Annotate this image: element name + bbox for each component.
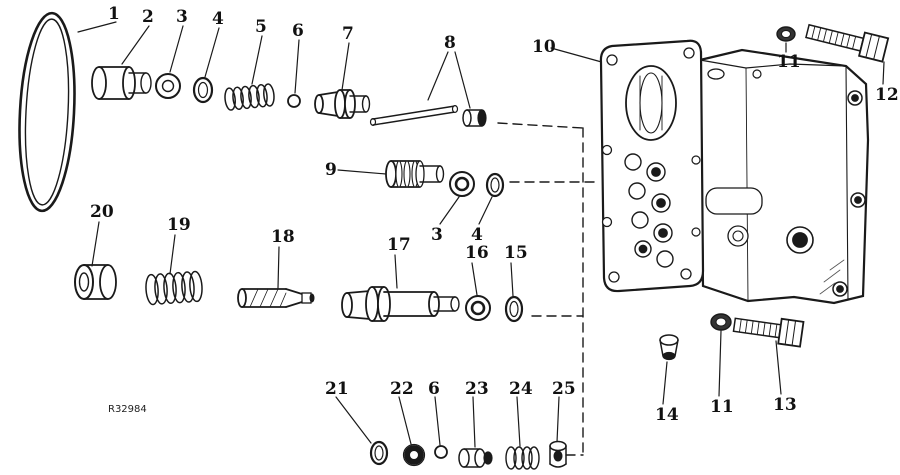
part-spring-19	[145, 270, 203, 306]
callout-3a: 3	[176, 7, 188, 27]
callout-16: 16	[465, 243, 489, 263]
part-oring-4b	[485, 172, 505, 198]
part-plug-9	[385, 160, 445, 188]
callout-6a: 6	[292, 21, 304, 41]
part-needle-18	[237, 288, 315, 308]
assembly-dashed-lines	[497, 122, 601, 459]
callout-14: 14	[655, 405, 679, 425]
callout-13: 13	[773, 395, 797, 415]
callout-2: 2	[142, 7, 154, 27]
part-oring-4a	[192, 76, 214, 104]
callout-24: 24	[509, 379, 533, 399]
callout-23: 23	[465, 379, 489, 399]
callout-11b: 11	[710, 397, 734, 417]
callout-8: 8	[444, 33, 456, 53]
part-valve-17	[341, 286, 460, 322]
part-nut-3b	[449, 171, 475, 197]
callout-17: 17	[387, 235, 411, 255]
part-bolt-13	[732, 317, 805, 348]
figure-code: R32984	[108, 404, 147, 415]
callout-5: 5	[255, 17, 267, 37]
part-spring-24	[505, 446, 540, 470]
part-oring-21	[369, 440, 389, 466]
part-ball-6b	[434, 445, 448, 459]
part-pin-8	[369, 104, 487, 127]
callout-22: 22	[390, 379, 414, 399]
part-valve-7	[314, 89, 371, 119]
callout-1: 1	[108, 4, 120, 24]
part-bushing-20	[74, 264, 117, 300]
part-nut-16	[465, 295, 491, 321]
callout-10: 10	[532, 37, 556, 57]
callout-15: 15	[504, 243, 528, 263]
part-oring-15	[504, 295, 524, 323]
callout-7: 7	[342, 24, 354, 44]
callout-18: 18	[271, 227, 295, 247]
callout-25: 25	[552, 379, 576, 399]
callout-3b: 3	[431, 225, 443, 245]
callout-4b: 4	[471, 225, 483, 245]
callout-11a: 11	[777, 52, 801, 72]
part-seal-ring-1	[18, 11, 76, 213]
part-spring-5	[224, 83, 275, 111]
part-cap-25	[549, 440, 567, 468]
part-nut-3a	[155, 73, 181, 99]
callout-19: 19	[167, 215, 191, 235]
callout-20: 20	[90, 202, 114, 222]
part-washer-11a	[776, 26, 796, 42]
callout-21: 21	[325, 379, 349, 399]
part-plug-14	[659, 334, 679, 361]
part-washer-11b	[710, 313, 732, 331]
callout-12: 12	[875, 85, 899, 105]
part-ball-6a	[287, 94, 301, 108]
callout-4a: 4	[212, 9, 224, 29]
part-fitting-23	[458, 448, 493, 468]
callout-6b: 6	[428, 379, 440, 399]
part-washer-22	[402, 443, 426, 467]
part-pump-housing-10	[599, 39, 870, 305]
callout-9: 9	[325, 160, 337, 180]
part-bolt-12	[805, 23, 890, 63]
part-plug-2	[91, 66, 152, 100]
